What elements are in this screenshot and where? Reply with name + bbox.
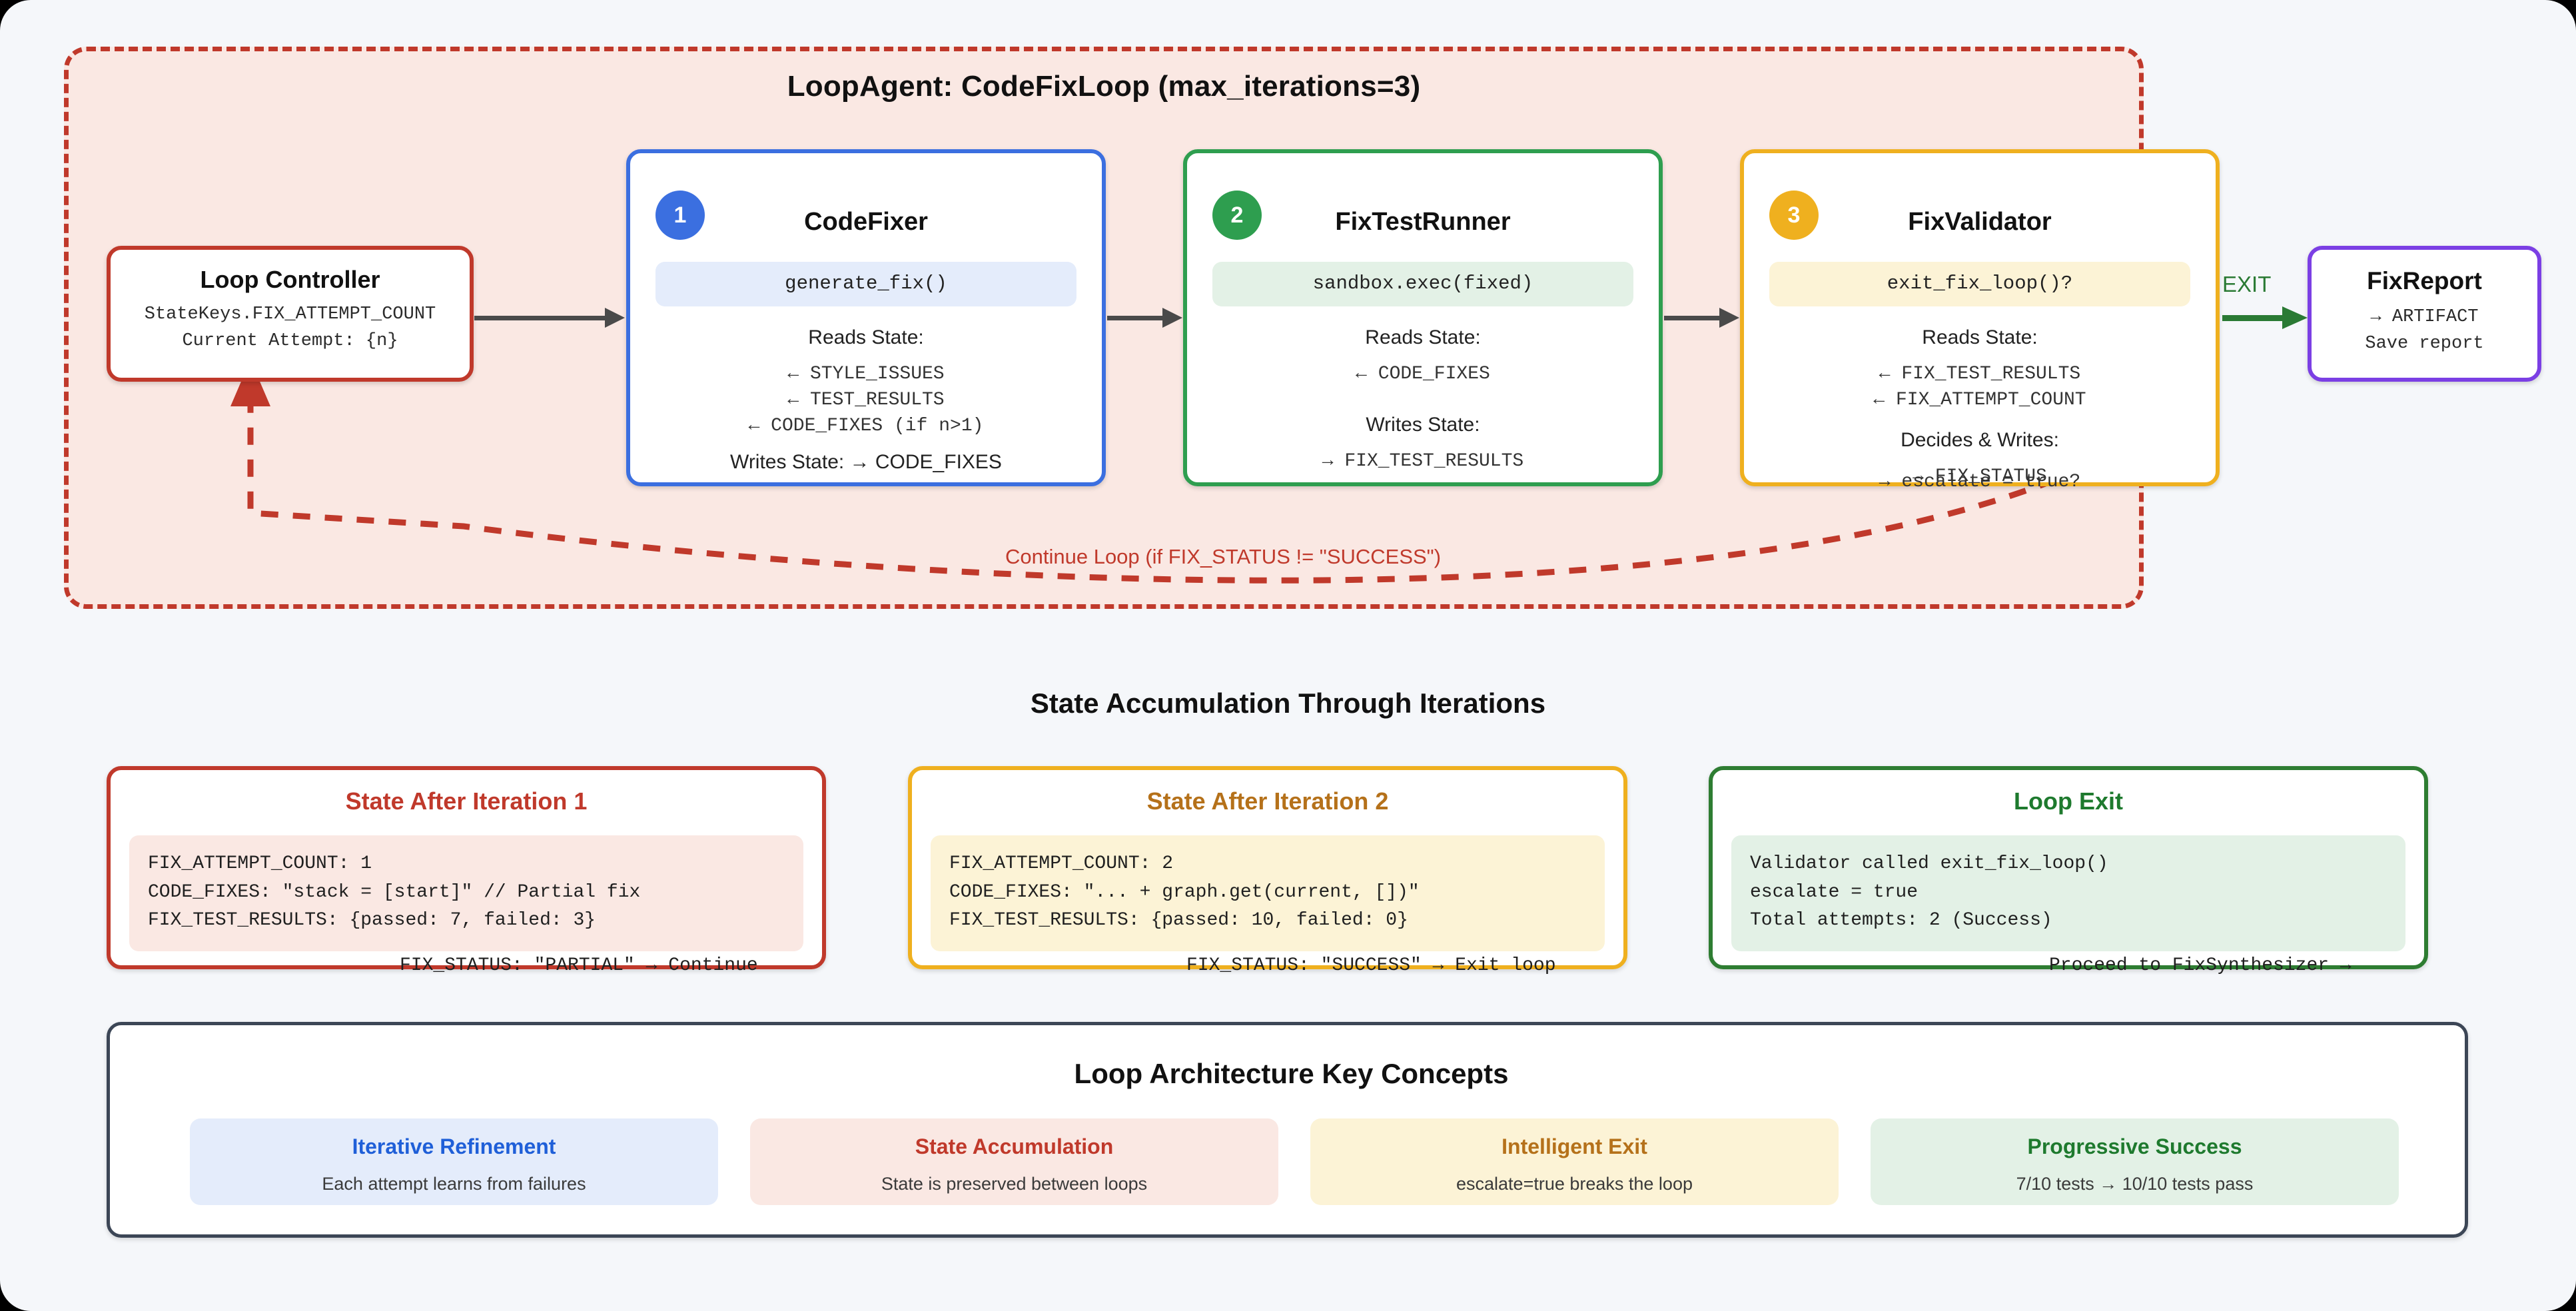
state-card-body: FIX_ATTEMPT_COUNT: 2 CODE_FIXES: "... + … — [931, 835, 1605, 951]
state-line: Total attempts: 2 (Success) — [1750, 910, 2052, 931]
state-card-title: State After Iteration 1 — [345, 787, 588, 815]
step-number-badge-3: 3 — [1769, 191, 1819, 240]
loop-controller-state-key: StateKeys.FIX_ATTEMPT_COUNT — [144, 304, 436, 324]
reads-state-item: ← TEST_RESULTS — [787, 390, 945, 410]
state-card-iteration-2[interactable]: State After Iteration 2 FIX_ATTEMPT_COUN… — [908, 766, 1627, 976]
state-card-title: State After Iteration 2 — [1146, 787, 1389, 815]
loop-controller-title: Loop Controller — [200, 266, 380, 293]
state-line: FIX_TEST_RESULTS: {passed: 10, failed: 0… — [949, 910, 1408, 931]
arrow-controller-to-codefixer — [474, 308, 625, 328]
continue-loop-label: Continue Loop (if FIX_STATUS != "SUCCESS… — [1005, 545, 1442, 568]
arrow-fixtestrunner-to-fixvalidator — [1664, 308, 1739, 328]
state-card-body: Validator called exit_fix_loop() escalat… — [1731, 835, 2405, 951]
agent-card-fixvalidator[interactable]: 3 FixValidator exit_fix_loop()? Reads St… — [1740, 149, 2220, 487]
agent-card-codefixer[interactable]: 1 CodeFixer generate_fix() Reads State: … — [626, 149, 1106, 486]
concept-desc: Each attempt learns from failures — [322, 1174, 586, 1194]
state-card-footer: FIX_STATUS: "SUCCESS" → Exit loop — [1186, 955, 1556, 976]
fix-report-save: Save report — [2365, 334, 2484, 354]
state-card-iteration-1[interactable]: State After Iteration 1 FIX_ATTEMPT_COUN… — [107, 766, 826, 976]
reads-state-heading-1: Reads State: — [808, 326, 924, 348]
exit-label: EXIT — [2222, 272, 2272, 296]
agent-title-fixtestrunner: FixTestRunner — [1335, 208, 1511, 236]
writes-state-item: → FIX_TEST_RESULTS — [1322, 451, 1524, 472]
concept-title: State Accumulation — [915, 1134, 1114, 1158]
loop-controller-attempt: Current Attempt: {n} — [182, 331, 398, 351]
arrow-codefixer-to-fixtestrunner — [1107, 308, 1182, 328]
key-concepts-card: Loop Architecture Key Concepts Iterative… — [107, 1022, 2468, 1238]
state-line: escalate = true — [1750, 881, 1919, 903]
reads-state-item: ← CODE_FIXES — [1356, 364, 1490, 384]
step-number-badge-1: 1 — [655, 191, 705, 240]
concept-title: Progressive Success — [2027, 1134, 2242, 1158]
reads-state-item: ← STYLE_ISSUES — [787, 364, 945, 384]
state-card-title: Loop Exit — [2014, 787, 2123, 815]
loop-title: LoopAgent: CodeFixLoop (max_iterations=3… — [787, 70, 1421, 103]
state-card-loop-exit[interactable]: Loop Exit Validator called exit_fix_loop… — [1709, 766, 2428, 976]
state-card-footer: Proceed to FixSynthesizer → — [2049, 955, 2352, 976]
reads-state-heading-3: Reads State: — [1922, 326, 2038, 348]
agent-method-codefixer: generate_fix() — [655, 262, 1076, 306]
state-section-heading: State Accumulation Through Iterations — [1030, 687, 1546, 719]
escalate-overflow-line: → escalate = true? — [1879, 472, 2081, 492]
agent-title-codefixer: CodeFixer — [804, 208, 928, 236]
reads-state-item: ← CODE_FIXES (if n>1) — [748, 416, 984, 436]
arrow-exit-to-fixreport — [2222, 306, 2308, 329]
concept-intelligent-exit[interactable]: Intelligent Exit escalate=true breaks th… — [1310, 1118, 1839, 1205]
concept-iterative-refinement[interactable]: Iterative Refinement Each attempt learns… — [190, 1118, 718, 1205]
concept-progressive-success[interactable]: Progressive Success 7/10 tests → 10/10 t… — [1871, 1118, 2399, 1205]
state-line: FIX_ATTEMPT_COUNT: 1 — [148, 853, 372, 874]
agent-method-fixtestrunner: sandbox.exec(fixed) — [1212, 262, 1633, 306]
state-line: CODE_FIXES: "stack = [start]" // Partial… — [148, 881, 641, 903]
concept-desc: escalate=true breaks the loop — [1456, 1174, 1693, 1194]
step-number-badge-2: 2 — [1212, 191, 1262, 240]
state-line: CODE_FIXES: "... + graph.get(current, []… — [949, 881, 1420, 903]
key-concepts-row: Iterative Refinement Each attempt learns… — [190, 1118, 2399, 1205]
concept-title: Iterative Refinement — [352, 1134, 556, 1158]
decides-writes-heading: Decides & Writes: — [1901, 429, 2059, 451]
reads-state-heading-2: Reads State: — [1365, 326, 1481, 348]
state-line: Validator called exit_fix_loop() — [1750, 853, 2108, 874]
state-line: FIX_ATTEMPT_COUNT: 2 — [949, 853, 1174, 874]
writes-state-heading-2: Writes State: — [1366, 414, 1480, 436]
fix-report-artifact: → ARTIFACT — [2370, 307, 2479, 327]
concept-title: Intelligent Exit — [1502, 1134, 1647, 1158]
state-card-footer: FIX_STATUS: "PARTIAL" → Continue — [400, 955, 758, 976]
concept-desc: State is preserved between loops — [881, 1174, 1148, 1194]
concept-state-accumulation[interactable]: State Accumulation State is preserved be… — [750, 1118, 1278, 1205]
concept-desc: 7/10 tests → 10/10 tests pass — [2016, 1174, 2254, 1194]
key-concepts-heading: Loop Architecture Key Concepts — [1074, 1058, 1509, 1089]
agent-title-fixvalidator: FixValidator — [1908, 208, 2052, 236]
agent-card-fixtestrunner[interactable]: 2 FixTestRunner sandbox.exec(fixed) Read… — [1183, 149, 1663, 486]
state-line: FIX_TEST_RESULTS: {passed: 7, failed: 3} — [148, 910, 596, 931]
reads-state-item: ← FIX_TEST_RESULTS — [1879, 364, 2081, 384]
state-card-body: FIX_ATTEMPT_COUNT: 1 CODE_FIXES: "stack … — [129, 835, 803, 951]
agent-method-fixvalidator: exit_fix_loop()? — [1769, 262, 2190, 306]
fix-report-title: FixReport — [2367, 267, 2482, 294]
writes-state-item: → FIX_STATUS — [1913, 466, 2047, 487]
reads-state-item: ← FIX_ATTEMPT_COUNT — [1873, 390, 2086, 410]
loop-controller-card[interactable]: Loop Controller StateKeys.FIX_ATTEMPT_CO… — [107, 246, 474, 382]
writes-state-heading-1: Writes State: → CODE_FIXES — [730, 451, 1002, 473]
fix-report-card[interactable]: FixReport → ARTIFACT Save report — [2308, 246, 2541, 382]
